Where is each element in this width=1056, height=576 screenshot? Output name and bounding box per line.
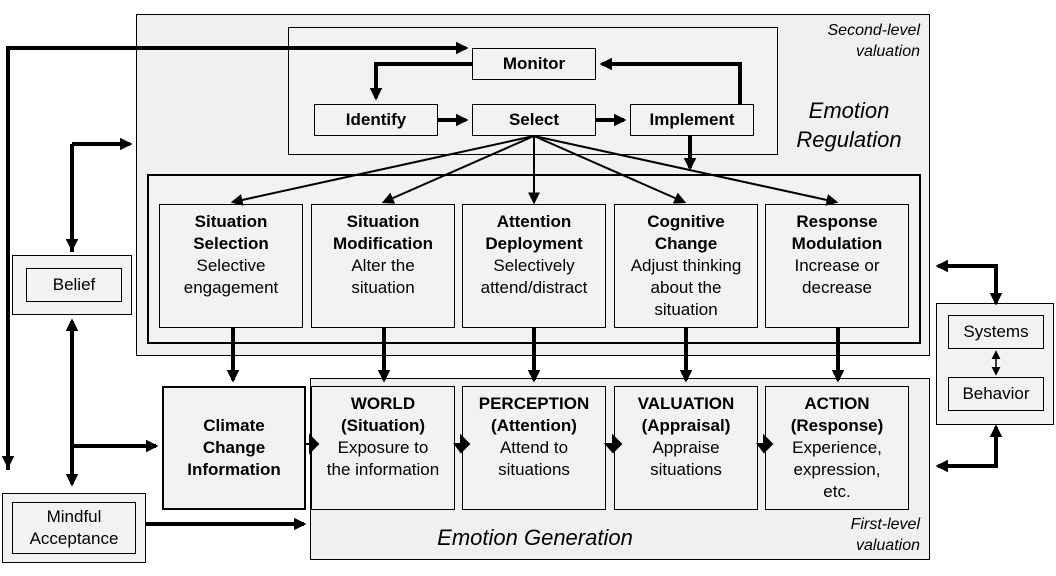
first-level-label: First-level valuation (850, 516, 920, 554)
strategy-title: Cognitive Change (647, 212, 725, 253)
emotion-generation-label: Emotion Generation (437, 525, 633, 550)
stage-world: WORLD (Situation) Exposure to the inform… (311, 386, 455, 510)
stage-action: ACTION (Response) Experience, expression… (765, 386, 909, 510)
strategy-title: Situation Modification (332, 212, 434, 253)
select-label: Select (508, 110, 560, 129)
climate-change-box: Climate Change Information (162, 386, 306, 510)
strategy-desc: Alter the situation (351, 256, 415, 297)
belief-box: Belief (26, 268, 122, 302)
strategy-title: Attention Deployment (485, 212, 583, 253)
stage-title: VALUATION (Appraisal) (637, 394, 735, 435)
strategy-situation-modification: Situation Modification Alter the situati… (311, 204, 455, 328)
identify-box: Identify (314, 104, 438, 136)
second-level-label: Second-level valuation (827, 22, 921, 60)
emotion-regulation-label: Emotion Regulation (796, 98, 902, 152)
belief-label: Belief (52, 275, 96, 294)
stage-desc: Experience, expression, etc. (792, 438, 882, 501)
strategy-title: Situation Selection (193, 212, 269, 253)
stage-title: PERCEPTION (Attention) (478, 394, 590, 435)
stage-desc: Attend to situations (498, 438, 570, 479)
climate-change-label: Climate Change Information (187, 416, 281, 479)
select-box: Select (472, 104, 596, 136)
identify-label: Identify (345, 110, 407, 129)
systems-to-regulation-arrow (935, 259, 1003, 306)
strategy-title: Response Modulation (791, 212, 883, 253)
systems-box: Systems (948, 315, 1044, 349)
systems-label: Systems (963, 322, 1029, 341)
mindful-label: Mindful Acceptance (29, 507, 119, 548)
strategy-cognitive-change: Cognitive Change Adjust thinking about t… (614, 204, 758, 328)
strategy-attention-deployment: Attention Deployment Selectively attend/… (462, 204, 606, 328)
strategy-desc: Increase or decrease (794, 256, 880, 297)
monitor-label: Monitor (502, 54, 566, 73)
strategy-response-modulation: Response Modulation Increase or decrease (765, 204, 909, 328)
stage-desc: Exposure to the information (326, 438, 440, 479)
behavior-label: Behavior (962, 384, 1030, 403)
strategy-desc: Selectively attend/distract (480, 256, 588, 297)
stage-desc: Appraise situations (650, 438, 722, 479)
stage-valuation: VALUATION (Appraisal) Appraise situation… (614, 386, 758, 510)
strategy-desc: Selective engagement (183, 256, 279, 297)
implement-box: Implement (630, 104, 754, 136)
behavior-to-action-arrow (935, 424, 1003, 473)
mindful-box: Mindful Acceptance (12, 502, 136, 554)
stage-title: ACTION (Response) (790, 394, 884, 435)
implement-label: Implement (649, 110, 735, 129)
stage-perception: PERCEPTION (Attention) Attend to situati… (462, 386, 606, 510)
behavior-box: Behavior (948, 377, 1044, 411)
strategy-desc: Adjust thinking about the situation (630, 256, 742, 319)
monitor-box: Monitor (472, 48, 596, 80)
strategy-situation-selection: Situation Selection Selective engagement (159, 204, 303, 328)
stage-title: WORLD (Situation) (340, 394, 426, 435)
